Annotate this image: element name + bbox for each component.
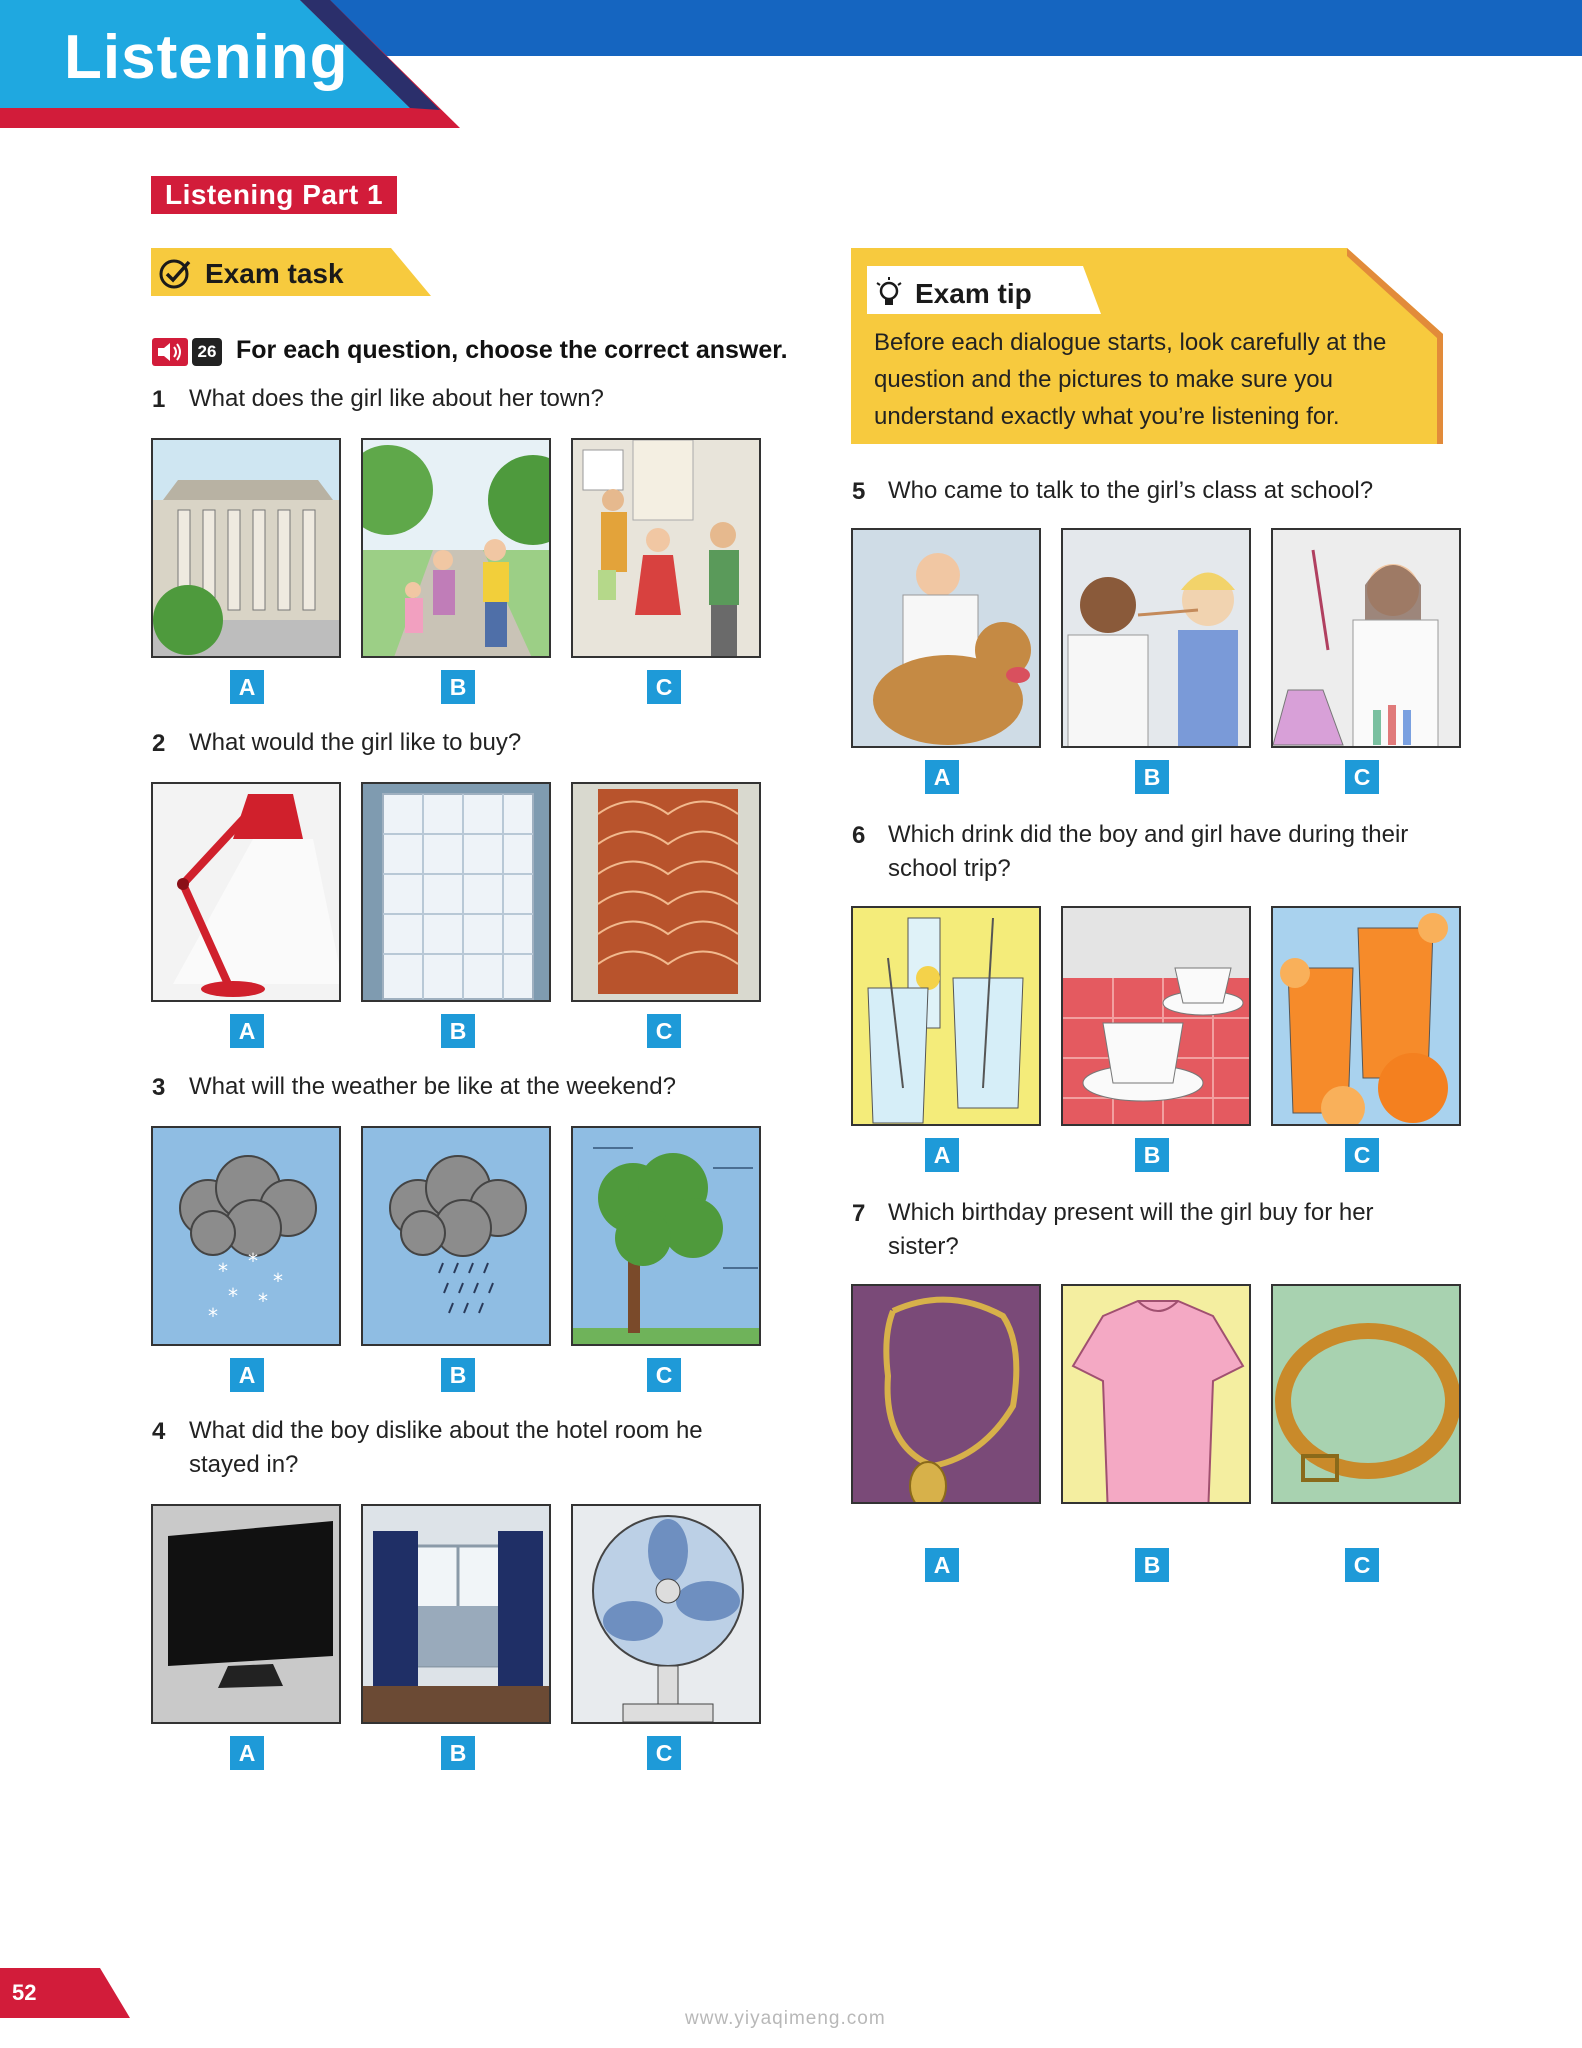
question-text: What did the boy dislike about the hotel… xyxy=(189,1417,703,1478)
page-number: 52 xyxy=(12,1980,37,2005)
instruction-text: For each question, choose the correct an… xyxy=(236,336,788,364)
option-image-vet[interactable] xyxy=(851,528,1041,748)
option-label-a[interactable]: A xyxy=(925,1138,959,1172)
option-label-c[interactable]: C xyxy=(647,1736,681,1770)
exam-task-banner xyxy=(151,248,431,296)
option-image-orange-juice[interactable] xyxy=(1271,906,1461,1126)
option-image-doctor[interactable] xyxy=(1061,528,1251,748)
option-image-belt[interactable] xyxy=(1271,1284,1461,1504)
page-number-tab xyxy=(0,1968,130,2018)
exam-task-label: Exam task xyxy=(205,258,344,289)
option-image-rug[interactable] xyxy=(571,782,761,1002)
option-image-snow[interactable]: ****** xyxy=(151,1126,341,1346)
option-label-c[interactable]: C xyxy=(647,1014,681,1048)
question-text: Which drink did the boy and girl have du… xyxy=(888,821,1409,882)
option-image-curtains[interactable] xyxy=(361,1504,551,1724)
svg-text:*: * xyxy=(228,1284,238,1308)
option-image-tea[interactable] xyxy=(1061,906,1251,1126)
option-label-a[interactable]: A xyxy=(230,1736,264,1770)
option-label-a[interactable]: A xyxy=(230,1014,264,1048)
question-number: 4 xyxy=(152,1418,166,1445)
checkmark-circle-icon xyxy=(159,259,191,289)
exam-tip-box xyxy=(851,248,1443,444)
option-label-b[interactable]: B xyxy=(1135,1548,1169,1582)
part-badge: Listening Part 1 xyxy=(151,176,397,214)
svg-text:*: * xyxy=(273,1269,283,1293)
question-text: Which birthday present will the girl buy… xyxy=(888,1199,1374,1260)
option-image-fan[interactable] xyxy=(571,1504,761,1724)
option-label-c[interactable]: C xyxy=(1345,760,1379,794)
option-image-building[interactable] xyxy=(151,438,341,658)
track-number: 26 xyxy=(192,338,222,366)
svg-text:*: * xyxy=(208,1304,218,1328)
option-label-c[interactable]: C xyxy=(1345,1138,1379,1172)
svg-text:*: * xyxy=(248,1249,258,1273)
question-text: Who came to talk to the girl’s class at … xyxy=(888,477,1374,504)
option-label-a[interactable]: A xyxy=(925,1548,959,1582)
question-number: 1 xyxy=(152,386,166,413)
question-text: What would the girl like to buy? xyxy=(189,729,522,756)
option-image-tshirt[interactable] xyxy=(1061,1284,1251,1504)
page-title: Listening xyxy=(64,23,349,92)
option-image-shopping[interactable] xyxy=(571,438,761,658)
lightbulb-icon xyxy=(876,277,902,305)
speaker-icon[interactable] xyxy=(152,338,188,366)
option-label-b[interactable]: B xyxy=(441,670,475,704)
option-image-tv[interactable] xyxy=(151,1504,341,1724)
option-label-a[interactable]: A xyxy=(230,670,264,704)
option-label-b[interactable]: B xyxy=(441,1358,475,1392)
option-label-a[interactable]: A xyxy=(925,760,959,794)
option-label-a[interactable]: A xyxy=(230,1358,264,1392)
option-image-scientist[interactable] xyxy=(1271,528,1461,748)
option-label-c[interactable]: C xyxy=(647,670,681,704)
question-number: 3 xyxy=(152,1074,166,1101)
question-text: What will the weather be like at the wee… xyxy=(189,1073,676,1100)
option-image-rain[interactable] xyxy=(361,1126,551,1346)
option-label-b[interactable]: B xyxy=(441,1014,475,1048)
option-label-c[interactable]: C xyxy=(647,1358,681,1392)
question-number: 5 xyxy=(852,478,866,505)
option-image-wind[interactable] xyxy=(571,1126,761,1346)
option-image-park[interactable] xyxy=(361,438,551,658)
option-image-water[interactable] xyxy=(851,906,1041,1126)
question-number: 2 xyxy=(152,730,166,757)
question-number: 7 xyxy=(852,1200,866,1227)
option-image-duvet[interactable] xyxy=(361,782,551,1002)
option-label-b[interactable]: B xyxy=(441,1736,475,1770)
option-label-b[interactable]: B xyxy=(1135,1138,1169,1172)
option-label-b[interactable]: B xyxy=(1135,760,1169,794)
exam-tip-text: Before each dialogue starts, look carefu… xyxy=(874,329,1387,430)
svg-text:*: * xyxy=(218,1259,228,1283)
option-label-c[interactable]: C xyxy=(1345,1548,1379,1582)
question-number: 6 xyxy=(852,822,866,849)
svg-text:*: * xyxy=(258,1289,268,1313)
option-image-lamp[interactable] xyxy=(151,782,341,1002)
option-image-necklace[interactable] xyxy=(851,1284,1041,1504)
question-text: What does the girl like about her town? xyxy=(189,385,604,412)
header-banner xyxy=(0,0,1582,128)
watermark: www.yiyaqimeng.com xyxy=(685,2008,886,2029)
exam-tip-label: Exam tip xyxy=(915,278,1032,309)
